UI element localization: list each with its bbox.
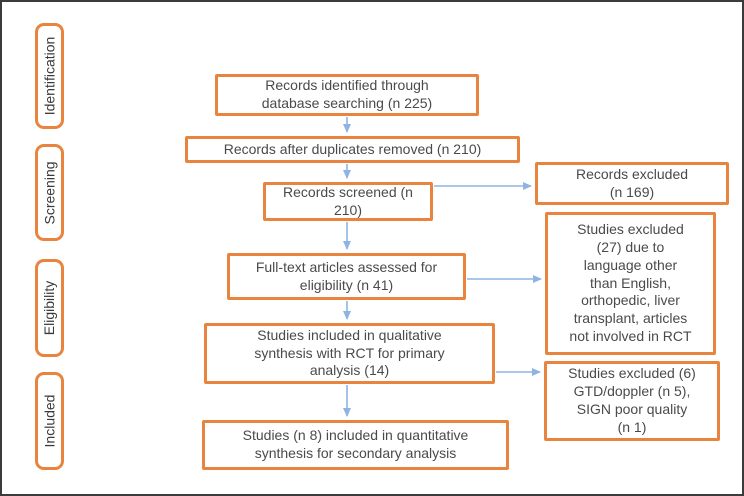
flow-box-records-screened: Records screened (n 210) xyxy=(263,182,433,221)
exclusion-box-fulltext-excluded: Studies excluded (27) due to language ot… xyxy=(545,212,716,355)
stage-label: Included xyxy=(41,394,58,448)
exclusion-box-studies-excluded: Studies excluded (6) GTD/doppler (n 5), … xyxy=(544,361,720,441)
stage-label: Screening xyxy=(41,160,58,225)
flow-box-qualitative-synthesis: Studies included in qualitative synthesi… xyxy=(204,323,495,384)
exclusion-box-records-excluded: Records excluded (n 169) xyxy=(535,162,729,205)
flow-box-records-identified: Records identified through database sear… xyxy=(215,74,479,116)
flow-box-fulltext-assessed: Full-text articles assessed for eligibil… xyxy=(227,253,466,300)
stage-label: Eligibility xyxy=(41,280,58,336)
stage-label: Identification xyxy=(41,36,58,116)
stage-screening: Screening xyxy=(35,144,64,241)
flow-box-duplicates-removed: Records after duplicates removed (n 210) xyxy=(185,136,520,163)
stage-eligibility: Eligibility xyxy=(35,259,64,357)
stage-included: Included xyxy=(35,372,64,470)
flow-box-quantitative-synthesis: Studies (n 8) included in quantitative s… xyxy=(202,420,509,470)
stage-identification: Identification xyxy=(35,23,64,129)
